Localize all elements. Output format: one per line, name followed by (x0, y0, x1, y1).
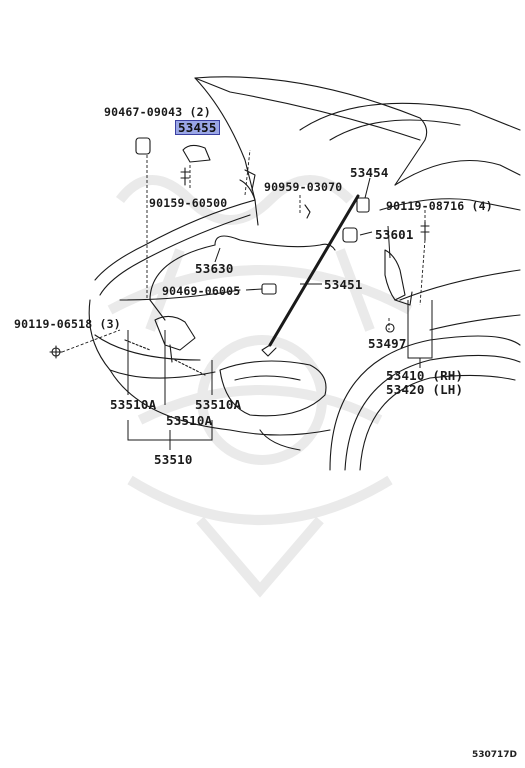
label-53630[interactable]: 53630 (195, 261, 234, 276)
label-53451[interactable]: 53451 (324, 277, 363, 292)
label-53454[interactable]: 53454 (350, 165, 389, 180)
label-90119-06518[interactable]: 90119-06518 (3) (14, 317, 121, 331)
label-53510[interactable]: 53510 (154, 452, 193, 467)
label-53497[interactable]: 53497 (368, 336, 407, 351)
wheel-arch (329, 335, 521, 471)
label-53455-highlighted[interactable]: 53455 (175, 120, 220, 135)
hood-hinge-rh (384, 249, 406, 301)
label-90467-09043[interactable]: 90467-09043 (2) (104, 105, 211, 119)
label-53510a-center[interactable]: 53510A (166, 413, 213, 428)
label-90119-08716[interactable]: 90119-08716 (4) (386, 199, 493, 213)
hood-lock-hook (182, 144, 211, 163)
label-53420-lh[interactable]: 53420 (LH) (386, 382, 464, 397)
label-53601[interactable]: 53601 (375, 227, 414, 242)
label-53510a-right[interactable]: 53510A (195, 397, 242, 412)
label-53410-rh[interactable]: 53410 (RH) (386, 368, 464, 383)
label-90469-06005[interactable]: 90469-06005 (162, 284, 241, 298)
label-53510a-left[interactable]: 53510A (110, 397, 157, 412)
headlight-outline (219, 360, 327, 417)
release-cable (214, 235, 336, 251)
fender-outline (394, 159, 521, 186)
windshield-outline (299, 102, 521, 131)
hood-lock-assembly (154, 315, 196, 351)
label-90159-60500[interactable]: 90159-60500 (149, 196, 228, 210)
hood-prop-rod (268, 194, 360, 347)
watermark-emblem (107, 175, 413, 598)
diagram-code: 530717D (471, 750, 517, 760)
label-90959-03070[interactable]: 90959-03070 (264, 180, 343, 194)
